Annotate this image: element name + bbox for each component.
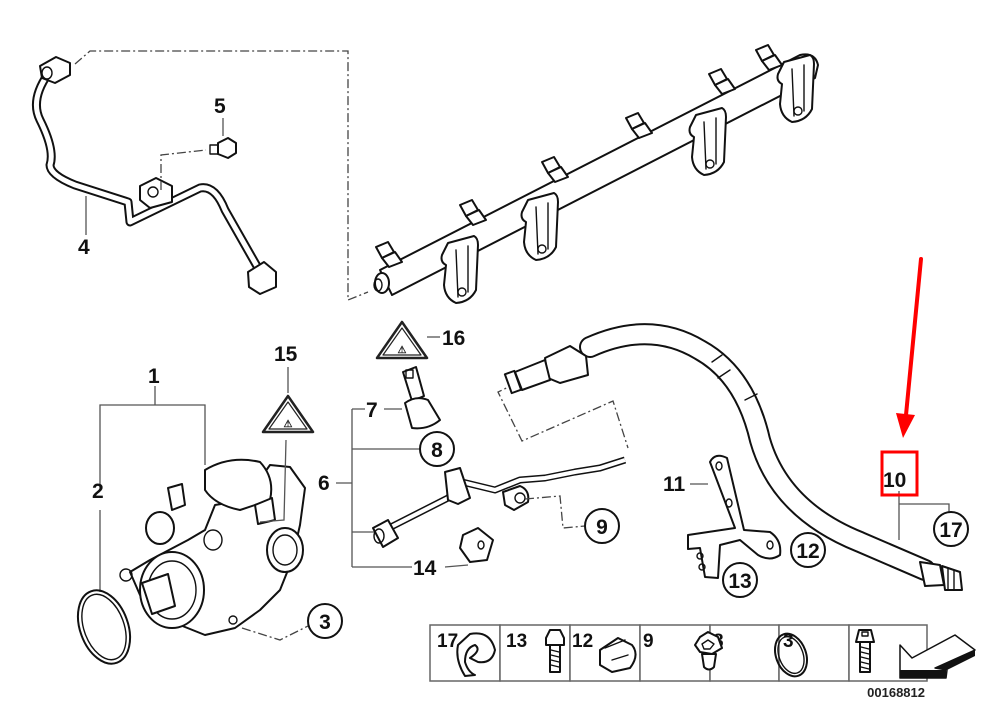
- leader-6-bracket: [336, 408, 469, 568]
- highlight-arrow-icon: [896, 257, 923, 438]
- grommet-clip-icon: [456, 632, 496, 677]
- rail-brackets: [440, 54, 815, 304]
- fitting-nut-lower: [247, 261, 277, 295]
- fitting-nut-upper: [39, 56, 71, 84]
- orientation-arrow-icon: [899, 634, 976, 679]
- callout-14[interactable]: 14: [413, 557, 437, 580]
- leader-1-2-bracket: [99, 386, 206, 491]
- highlight-box-10: [880, 450, 919, 497]
- warning-glyph-icon: ⚠: [398, 345, 407, 356]
- clip-14[interactable]: [459, 527, 494, 563]
- callout-12[interactable]: 12: [796, 540, 819, 563]
- callout-5[interactable]: 5: [214, 95, 226, 118]
- line-4-bracket: [139, 177, 173, 209]
- fuel-rail[interactable]: [373, 44, 819, 304]
- fuel-line-6[interactable]: [372, 456, 627, 548]
- rail-injector-ports: [375, 44, 783, 268]
- high-pressure-pump[interactable]: [119, 458, 306, 636]
- callout-17[interactable]: 17: [939, 519, 962, 542]
- legend-num-13: 13: [506, 631, 527, 652]
- legend-num-9: 9: [643, 631, 654, 652]
- drawing-number: 00168812: [867, 685, 925, 700]
- warning-label-16[interactable]: ⚠: [375, 320, 429, 360]
- hose-clip-icon: [599, 637, 637, 673]
- callout-15[interactable]: 15: [274, 343, 298, 366]
- legend-num-3: 3: [783, 631, 794, 652]
- bolt-5[interactable]: [209, 137, 237, 159]
- callout-7[interactable]: 7: [366, 399, 378, 422]
- o-ring-2[interactable]: [68, 583, 139, 671]
- o-ring-icon: [774, 632, 808, 678]
- warning-glyph-icon: ⚠: [284, 419, 293, 430]
- legend-cell-9[interactable]: [639, 624, 711, 682]
- callout-6[interactable]: 6: [318, 472, 330, 495]
- legend-strip: 17 13 12 9 8 3: [429, 624, 976, 682]
- callout-13[interactable]: 13: [728, 570, 751, 593]
- callout-11[interactable]: 11: [663, 473, 686, 496]
- callout-10[interactable]: 10: [883, 469, 906, 492]
- callout-4[interactable]: 4: [78, 236, 90, 259]
- torx-bolt-icon: [694, 631, 723, 671]
- callout-2[interactable]: 2: [92, 480, 104, 503]
- socket-bolt-icon: [855, 629, 875, 673]
- pressure-sensor-7[interactable]: [402, 366, 441, 430]
- callout-3[interactable]: 3: [319, 611, 331, 634]
- callout-9[interactable]: 9: [596, 516, 608, 539]
- callout-1[interactable]: 1: [148, 365, 160, 388]
- connection-line-4-to-rail: [74, 50, 369, 301]
- warning-label-15[interactable]: ⚠: [261, 394, 315, 434]
- fuel-line-4[interactable]: [31, 56, 277, 295]
- bracket-11[interactable]: [687, 454, 782, 579]
- hex-bolt-icon: [545, 629, 565, 673]
- legend-num-12: 12: [572, 631, 593, 652]
- fuel-hose-10[interactable]: [503, 323, 963, 591]
- callout-16[interactable]: 16: [442, 327, 465, 350]
- callout-8[interactable]: 8: [431, 439, 443, 462]
- legend-num-17: 17: [437, 631, 458, 652]
